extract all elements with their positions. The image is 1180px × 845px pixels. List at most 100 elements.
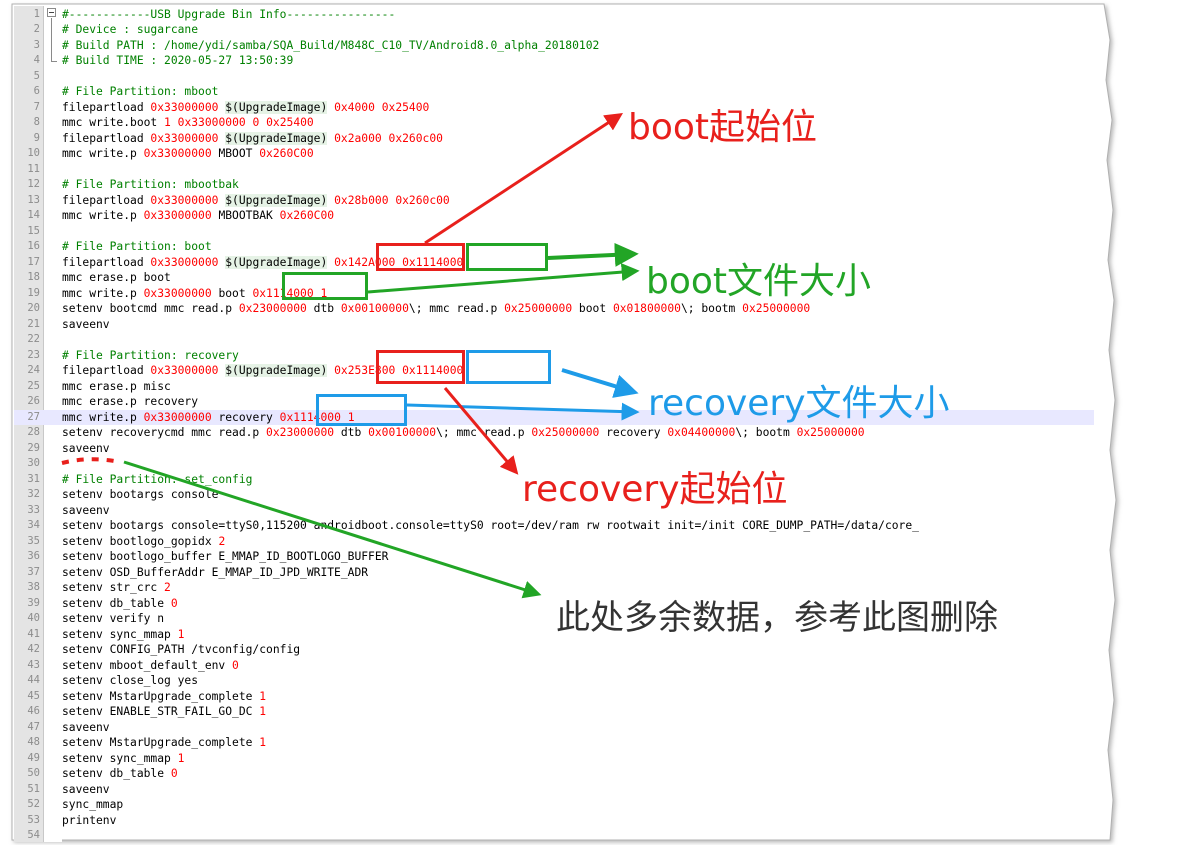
code-line[interactable]: 2# Device : sugarcane xyxy=(14,22,1094,38)
line-text[interactable]: printenv xyxy=(62,813,116,829)
line-text[interactable]: setenv bootlogo_buffer E_MMAP_ID_BOOTLOG… xyxy=(62,549,388,565)
line-text[interactable]: setenv str_crc 2 xyxy=(62,580,171,596)
line-text[interactable]: setenv CONFIG_PATH /tvconfig/config xyxy=(62,642,300,658)
line-text[interactable]: saveenv xyxy=(62,720,110,736)
line-text[interactable]: mmc write.p 0x33000000 MBOOT 0x260C00 xyxy=(62,146,314,162)
line-text[interactable]: sync_mmap xyxy=(62,797,123,813)
fold-collapse-icon[interactable] xyxy=(47,8,56,17)
code-line[interactable]: 30 xyxy=(14,456,1094,472)
line-text[interactable]: setenv verify n xyxy=(62,611,164,627)
line-text[interactable]: mmc erase.p recovery xyxy=(62,394,198,410)
line-text[interactable]: saveenv xyxy=(62,441,110,457)
line-text[interactable]: setenv close_log yes xyxy=(62,673,198,689)
code-line[interactable]: 5 xyxy=(14,69,1094,85)
code-line[interactable]: 22 xyxy=(14,332,1094,348)
line-text[interactable]: setenv bootargs console=ttyS0,115200 and… xyxy=(62,518,919,534)
line-text[interactable]: saveenv xyxy=(62,503,110,519)
code-line[interactable]: 4# Build TIME : 2020-05-27 13:50:39 xyxy=(14,53,1094,69)
line-text[interactable]: # File Partition: mbootbak xyxy=(62,177,239,193)
line-text[interactable]: # File Partition: set_config xyxy=(62,472,252,488)
line-text[interactable]: # File Partition: mboot xyxy=(62,84,218,100)
line-text[interactable]: setenv OSD_BufferAddr E_MMAP_ID_JPD_WRIT… xyxy=(62,565,368,581)
line-text[interactable]: # Build TIME : 2020-05-27 13:50:39 xyxy=(62,53,293,69)
line-text[interactable]: setenv recoverycmd mmc read.p 0x23000000… xyxy=(62,425,865,441)
line-text[interactable]: filepartload 0x33000000 $(UpgradeImage) … xyxy=(62,131,443,147)
line-text[interactable]: filepartload 0x33000000 $(UpgradeImage) … xyxy=(62,193,450,209)
line-text[interactable]: mmc write.p 0x33000000 boot 0x1114000 1 xyxy=(62,286,327,302)
code-line[interactable]: 16# File Partition: boot xyxy=(14,239,1094,255)
code-line[interactable]: 6# File Partition: mboot xyxy=(14,84,1094,100)
line-text[interactable]: filepartload 0x33000000 $(UpgradeImage) … xyxy=(62,363,463,379)
line-text[interactable]: setenv MstarUpgrade_complete 1 xyxy=(62,689,266,705)
line-text[interactable]: setenv sync_mmap 1 xyxy=(62,627,184,643)
line-text[interactable]: # Build PATH : /home/ydi/samba/SQA_Build… xyxy=(62,38,599,54)
line-text[interactable]: # Device : sugarcane xyxy=(62,22,198,38)
line-text[interactable]: mmc write.p 0x33000000 recovery 0x111400… xyxy=(62,410,355,426)
line-text[interactable]: setenv db_table 0 xyxy=(62,596,178,612)
line-text[interactable]: # File Partition: recovery xyxy=(62,348,239,364)
line-text[interactable]: setenv sync_mmap 1 xyxy=(62,751,184,767)
line-text[interactable]: setenv bootcmd mmc read.p 0x23000000 dtb… xyxy=(62,301,810,317)
line-text[interactable]: setenv bootargs console xyxy=(62,487,218,503)
code-line[interactable]: 1#------------USB Upgrade Bin Info------… xyxy=(14,7,1094,23)
line-text[interactable]: mmc write.p 0x33000000 MBOOTBAK 0x260C00 xyxy=(62,208,334,224)
code-line[interactable]: 11 xyxy=(14,162,1094,178)
code-line[interactable]: 3# Build PATH : /home/ydi/samba/SQA_Buil… xyxy=(14,38,1094,54)
line-text[interactable]: # File Partition: boot xyxy=(62,239,212,255)
line-text[interactable]: #------------USB Upgrade Bin Info-------… xyxy=(62,7,395,23)
code-line[interactable]: 23# File Partition: recovery xyxy=(14,348,1094,364)
line-text[interactable]: setenv mboot_default_env 0 xyxy=(62,658,239,674)
code-line[interactable]: 12# File Partition: mbootbak xyxy=(14,177,1094,193)
line-text[interactable]: filepartload 0x33000000 $(UpgradeImage) … xyxy=(62,100,429,116)
line-text[interactable]: mmc erase.p boot xyxy=(62,270,171,286)
line-text[interactable]: saveenv xyxy=(62,317,110,333)
line-text[interactable]: filepartload 0x33000000 $(UpgradeImage) … xyxy=(62,255,463,271)
line-text[interactable]: mmc erase.p misc xyxy=(62,379,171,395)
line-text[interactable]: setenv ENABLE_STR_FAIL_GO_DC 1 xyxy=(62,704,266,720)
code-line[interactable]: 15 xyxy=(14,224,1094,240)
code-line[interactable]: 54 xyxy=(14,828,1094,842)
line-text[interactable]: setenv db_table 0 xyxy=(62,766,178,782)
line-text[interactable]: mmc write.boot 1 0x33000000 0 0x25400 xyxy=(62,115,314,131)
line-text[interactable]: setenv bootlogo_gopidx 2 xyxy=(62,534,225,550)
line-text[interactable]: saveenv xyxy=(62,782,110,798)
line-text[interactable]: setenv MstarUpgrade_complete 1 xyxy=(62,735,266,751)
